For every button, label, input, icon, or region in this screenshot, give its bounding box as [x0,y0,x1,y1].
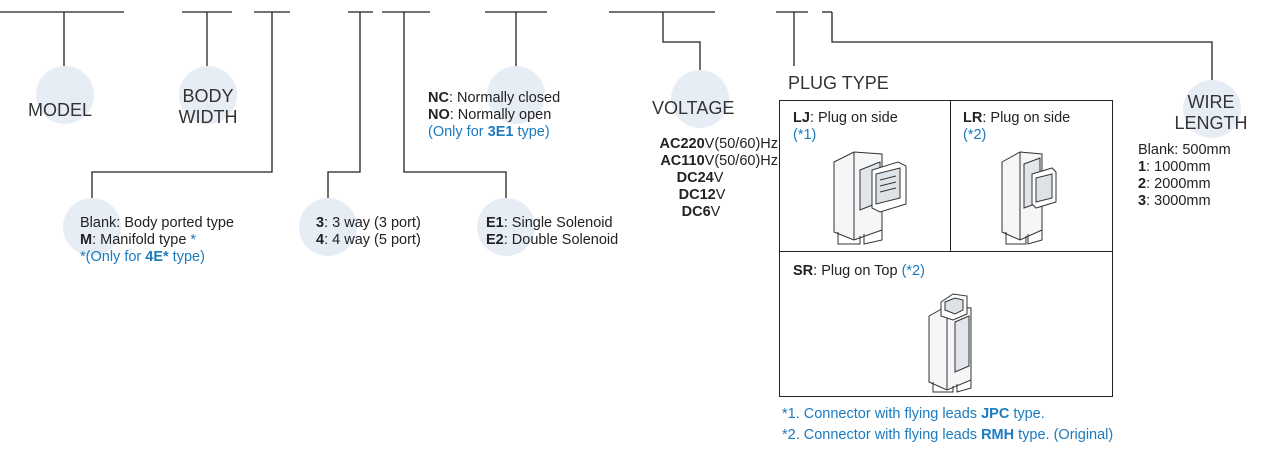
footnote-2: *2. Connector with flying leads RMH type… [782,427,1114,443]
plug-option-lr: LR: Plug on side (*2) [963,110,1071,143]
leader-wire [831,12,1213,82]
option-wire-length: Blank: 500mm 1: 1000mm 2: 2000mm 3: 3000… [1138,142,1231,209]
option-body-type: Blank: Body ported type M: Manifold type… [80,215,234,265]
circle-body-width [179,66,237,124]
circle-wire [1183,80,1241,138]
connector-drawing-lj [833,151,907,245]
option-solenoid: E1: Single Solenoid E2: Double Solenoid [486,215,619,248]
leader-voltage [662,12,701,70]
circle-model [36,66,94,124]
label-model: MODEL [28,100,93,120]
option-ways: 3: 3 way (3 port) 4: 4 way (5 port) [316,215,421,248]
leader-solenoid [403,12,507,200]
circle-voltage [671,70,729,128]
connector-drawing-lr [1001,151,1057,245]
plug-box-sr [779,251,1113,397]
circle-solenoid [477,198,535,256]
circle-normal [487,66,545,124]
option-voltage: AC220V(50/60)Hz AC110V(50/60)Hz [659,136,778,169]
circle-ways [299,198,357,256]
plug-option-sr: SR: Plug on Top (*2) [793,263,925,279]
label-voltage: VOLTAGE [652,98,735,118]
option-voltage-dc: DC24V DC12V DC6V [676,170,726,220]
option-normal: NC: Normally closed NO: Normally open (O… [428,90,561,140]
footnote-1: *1. Connector with flying leads JPC type… [782,406,1045,422]
circle-body-type [63,198,121,256]
leader-ways [327,12,361,200]
leader-body-type [91,12,273,200]
connector-drawing-sr [928,293,972,393]
plug-option-lj: LJ: Plug on side (*1) [793,110,898,143]
label-plug-type: PLUG TYPE [788,73,889,93]
